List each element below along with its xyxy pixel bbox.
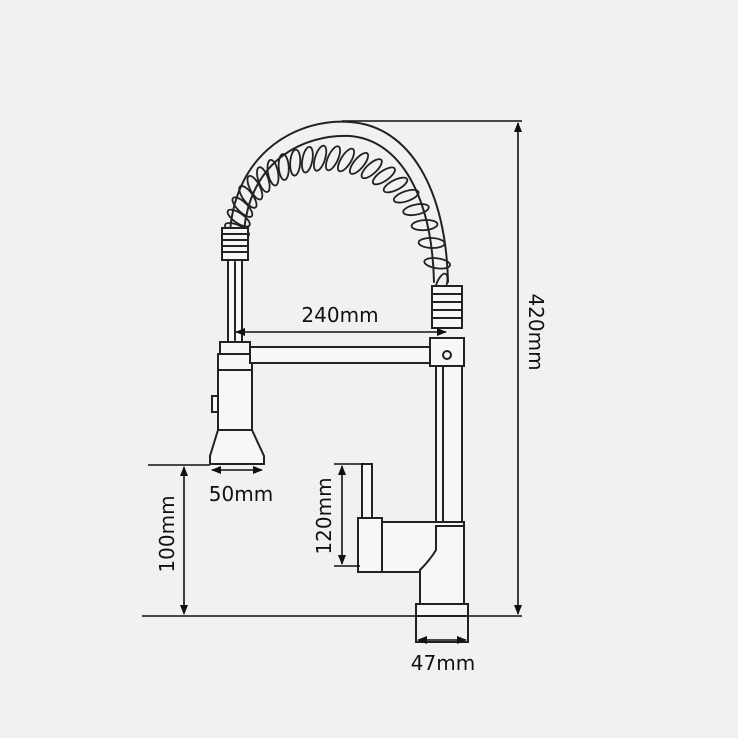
right-collar [431,285,463,329]
height-dimension-label: 420mm [524,293,548,370]
coil-loop [348,151,370,175]
coil-loop [371,166,396,186]
coil-loop [301,145,314,174]
coil-loop [266,159,280,187]
left-collar [221,227,249,261]
coil-loop [392,188,420,204]
coil-loop [402,203,430,217]
coil-loop [313,144,328,172]
coil-loop [289,148,302,177]
spray-width-dimension-label: 50mm [209,482,273,506]
coil-loop [325,145,341,172]
coil-loop [410,219,439,232]
faucet-base [415,603,469,617]
spray-height-dimension-label: 100mm [155,495,179,572]
mounting-shank [415,615,469,643]
coil-loop [277,153,290,181]
main-body-pipe [435,365,463,527]
reach-dimension-label: 240mm [301,303,378,327]
spring-coil [224,120,451,300]
coil-loop [423,257,451,270]
coil-loop [337,147,355,173]
coil-loop [256,166,271,193]
base-dimension-label: 47mm [411,651,475,675]
coil-loop [360,158,383,180]
swivel-hub [429,337,465,367]
spout-arm [249,346,433,364]
coil-loop [417,237,446,249]
coil-loop [382,176,409,194]
spray-head [209,341,265,465]
handle-height-dimension-label: 120mm [312,477,336,554]
